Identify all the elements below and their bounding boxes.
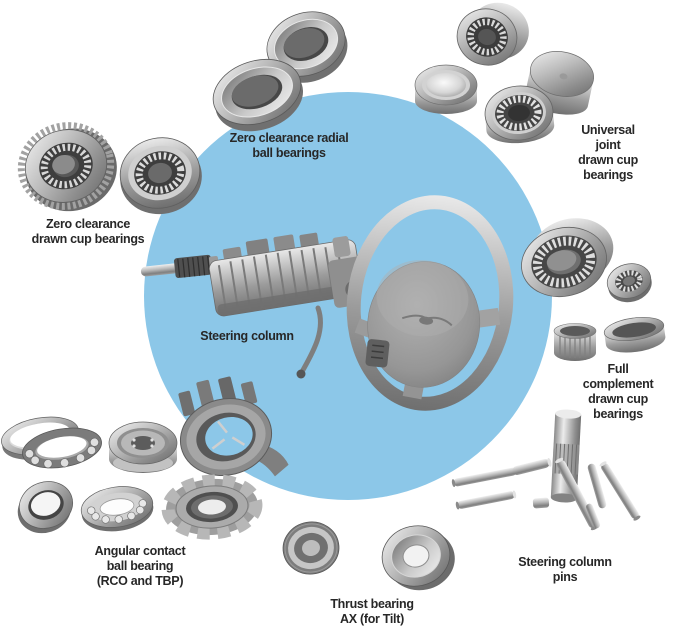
label-zero-clearance-radial-ball-bearings: Zero clearance radial ball bearings [229, 131, 349, 160]
label-steering-column: Steering column [200, 329, 294, 343]
steering-column-pins-image [451, 409, 641, 531]
angular-contact-ball-bearing-image [1, 416, 263, 540]
label-universal-joint-drawn-cup-bearings: Universal joint drawn cup bearings [578, 123, 638, 182]
universal-joint-drawn-cup-bearings-image [414, 2, 594, 144]
steering-wheel-image [346, 195, 514, 411]
thrust-bearing-image [282, 521, 455, 591]
label-full-complement-drawn-cup-bearings: Full complement drawn cup bearings [582, 362, 654, 421]
full-complement-drawn-cup-bearings-image [521, 218, 666, 361]
label-zero-clearance-drawn-cup-bearings: Zero clearance drawn cup bearings [31, 217, 145, 246]
zero-clearance-radial-ball-bearings-image [212, 11, 348, 132]
label-angular-contact-ball-bearing: Angular contact ball bearing (RCO and TB… [94, 544, 186, 588]
label-steering-column-pins: Steering column pins [518, 555, 612, 584]
column-clamp-image [178, 376, 289, 477]
steering-column-image [140, 232, 370, 379]
zero-clearance-drawn-cup-bearings-image [17, 122, 202, 215]
label-thrust-bearing-ax: Thrust bearing AX (for Tilt) [330, 597, 414, 626]
